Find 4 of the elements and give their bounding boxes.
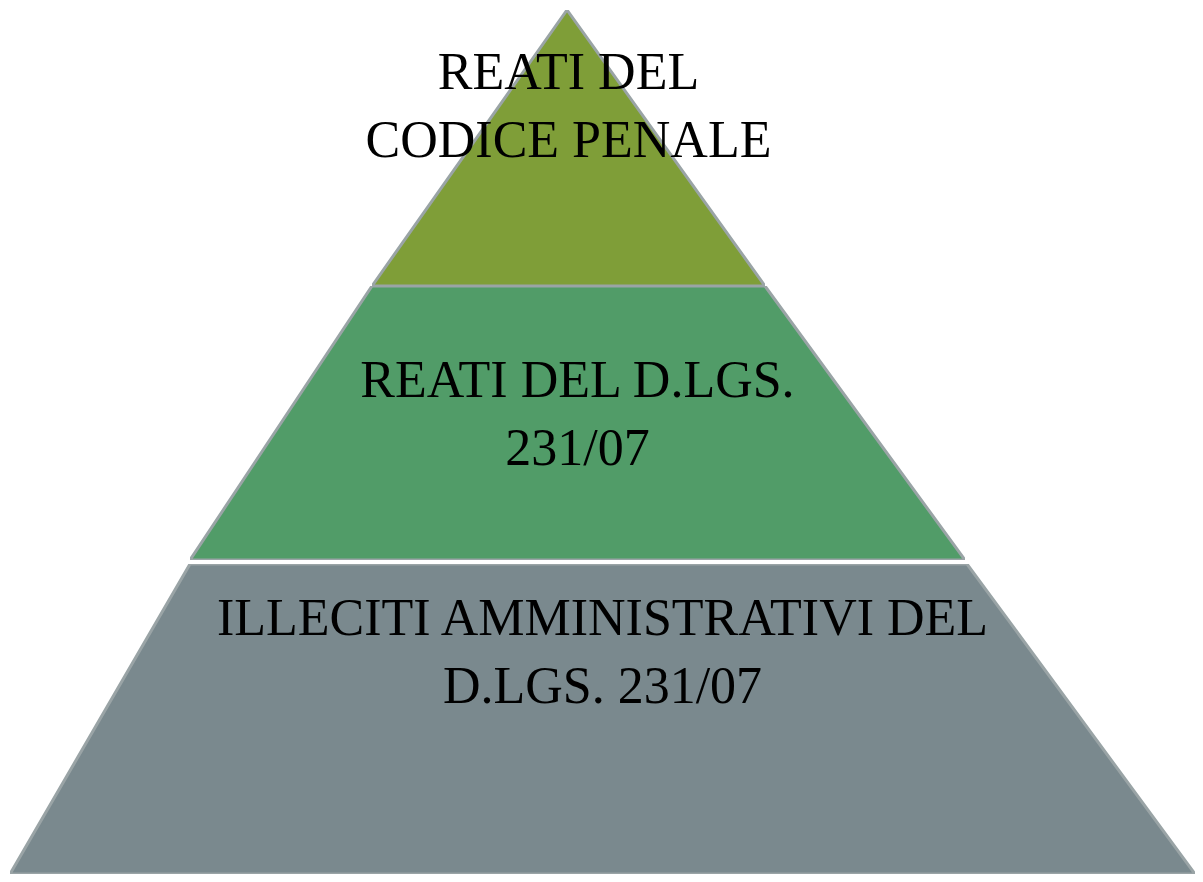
pyramid-bottom-tier	[10, 564, 1195, 874]
tier-label: ILLECITI AMMINISTRATIVI DEL D.LGS. 231/07	[215, 588, 990, 716]
tier-label: REATI DEL D.LGS. 231/07	[359, 350, 796, 478]
pyramid-middle-tier	[190, 286, 965, 560]
